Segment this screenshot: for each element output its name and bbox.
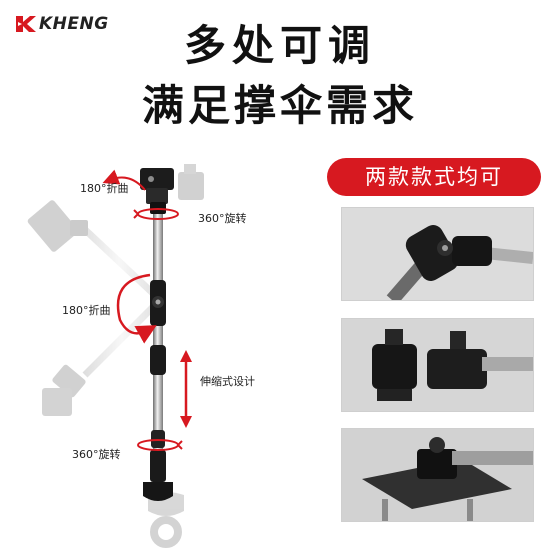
- middle-joint: [150, 280, 166, 326]
- middle-fold-arrow: [116, 273, 157, 344]
- top-fold-arrow: [102, 169, 146, 191]
- top-rotation-arrow: [133, 208, 179, 220]
- ghost-top-clamp: [178, 164, 204, 200]
- styles-badge: 两款款式均可: [327, 158, 541, 196]
- headline-line-1: 多处可调: [183, 21, 376, 70]
- detail-photo-base: [341, 428, 534, 522]
- callout-top-rotate: 360°旋转: [198, 212, 247, 225]
- headline-line-2: 满足撑伞需求: [141, 81, 418, 130]
- kheng-logo-icon: [16, 16, 36, 32]
- detail-photo-clamps: [341, 318, 534, 412]
- product-illustration: [27, 164, 204, 548]
- ghost-arm-upper: [27, 200, 161, 301]
- detail-photo-joint: [341, 207, 534, 301]
- telescopic-arrow: [180, 350, 192, 428]
- callout-telescopic: 伸缩式设计: [200, 375, 255, 388]
- brand-name: KHENG: [39, 14, 109, 34]
- callout-middle-fold: 180°折曲: [62, 304, 111, 317]
- callout-top-fold: 180°折曲: [80, 182, 129, 195]
- bottom-clamp: [143, 450, 173, 501]
- callout-bottom-rotate: 360°旋转: [72, 448, 121, 461]
- top-clamp: [140, 168, 174, 214]
- bottom-rotation-arrow: [137, 439, 183, 451]
- telescopic-collar: [150, 345, 166, 375]
- brand-logo: KHENG: [14, 14, 109, 34]
- ghost-arm-lower: [42, 299, 161, 416]
